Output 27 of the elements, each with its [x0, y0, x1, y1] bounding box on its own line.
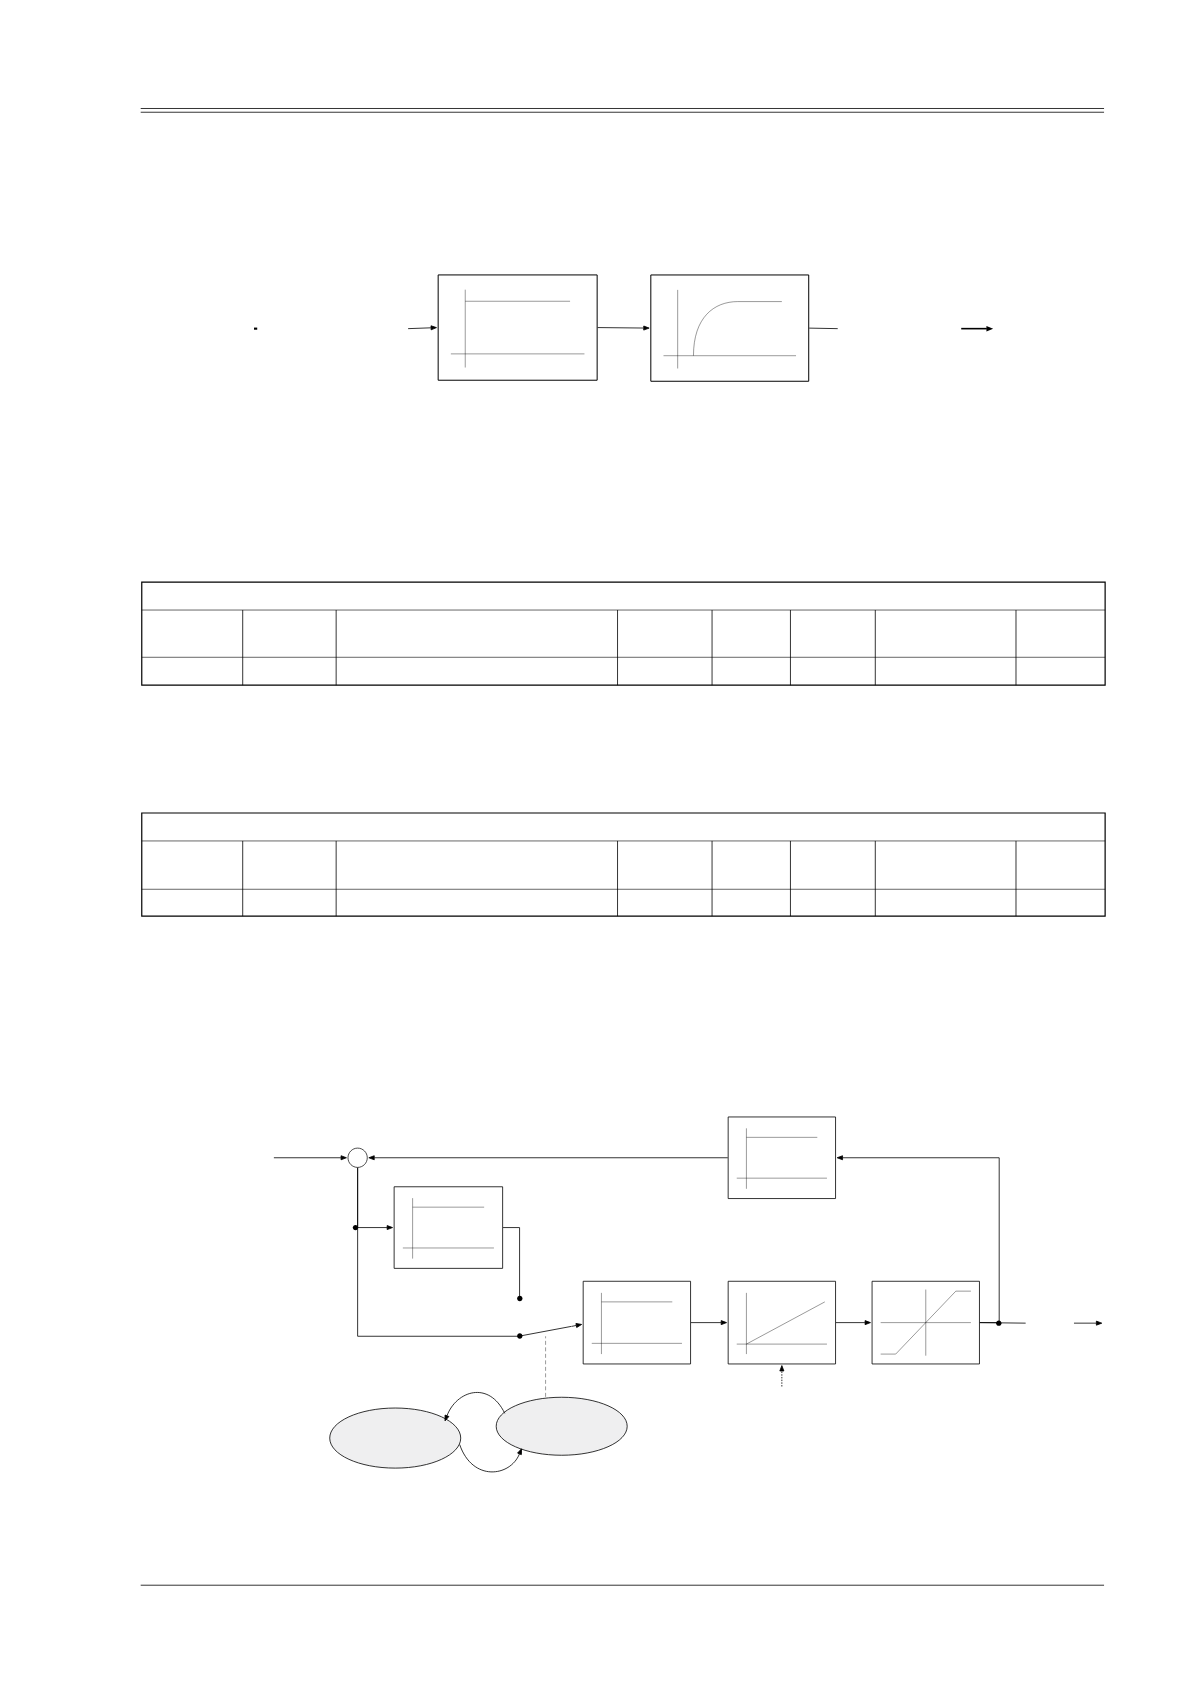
- transfer-block: [727, 1116, 836, 1199]
- switch-symbol: [517, 1295, 572, 1339]
- connector: [979, 1322, 1027, 1324]
- transfer-block: [393, 1186, 504, 1269]
- summing-junction: [347, 1147, 368, 1168]
- connector: [407, 325, 437, 331]
- transfer-block: [727, 1280, 836, 1365]
- transfer-block: [582, 1280, 691, 1365]
- transfer-block: [437, 274, 598, 381]
- connector: [779, 1365, 785, 1387]
- transfer-block: [650, 274, 810, 382]
- connector: [690, 1320, 727, 1326]
- connector: [502, 1227, 520, 1298]
- connector: [835, 1320, 871, 1326]
- connector: [571, 1323, 582, 1328]
- connector: [545, 1336, 546, 1398]
- connector: [273, 1155, 347, 1161]
- connector: [357, 1167, 520, 1337]
- connector: [368, 1155, 729, 1161]
- connector: [459, 1444, 522, 1473]
- state-ellipse: [329, 1407, 462, 1469]
- connector: [444, 1392, 506, 1422]
- connector: [808, 327, 839, 330]
- state-ellipse: [495, 1396, 628, 1456]
- connector: [836, 1155, 1000, 1323]
- transfer-block: [871, 1280, 980, 1365]
- connector: [597, 325, 650, 331]
